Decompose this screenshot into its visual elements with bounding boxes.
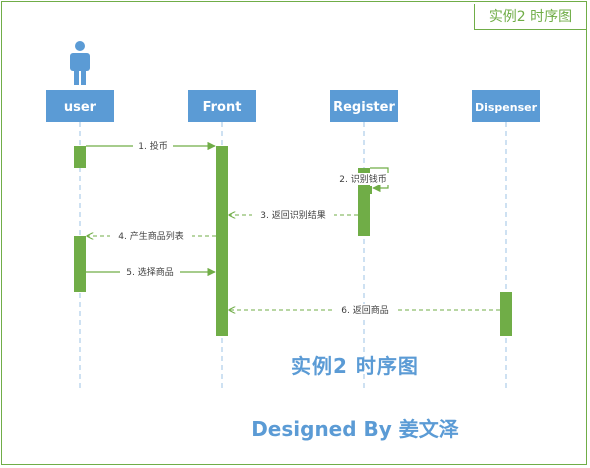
lane-user: user xyxy=(46,90,114,122)
message-label-3: 3. 返回识别结果 xyxy=(260,209,325,221)
message-label-bg-4 xyxy=(110,230,192,242)
activation-user-2 xyxy=(74,236,86,292)
svg-text:Front: Front xyxy=(203,100,242,115)
svg-text:Register: Register xyxy=(333,100,395,115)
message-label-bg-3 xyxy=(252,209,334,221)
lane-front: Front xyxy=(188,90,256,122)
message-label-bg-2 xyxy=(334,173,392,185)
activation-register-self xyxy=(362,186,372,194)
message-label-2: 2. 识别钱币 xyxy=(339,173,386,185)
activation-front xyxy=(216,146,228,336)
message-label-bg-6 xyxy=(335,304,395,316)
message-label-5: 5. 选择商品 xyxy=(126,266,173,278)
svg-text:Dispenser: Dispenser xyxy=(475,101,538,114)
lane-register: Register xyxy=(330,90,398,122)
corner-title: 实例2 时序图 xyxy=(474,4,586,30)
svg-text:user: user xyxy=(64,100,97,115)
message-label-6: 6. 返回商品 xyxy=(341,304,388,316)
message-label-bg-5 xyxy=(120,266,180,278)
activation-dispenser xyxy=(500,292,512,336)
person-icon xyxy=(70,41,90,85)
activation-user-1 xyxy=(74,146,86,168)
message-label-4: 4. 产生商品列表 xyxy=(118,230,183,242)
designed-by-credit: Designed By 姜文泽 xyxy=(251,417,459,441)
diagram-title: 实例2 时序图 xyxy=(291,354,419,378)
message-label-1: 1. 投币 xyxy=(138,140,167,152)
lane-dispenser: Dispenser xyxy=(472,90,540,122)
message-label-bg-1 xyxy=(133,140,173,152)
